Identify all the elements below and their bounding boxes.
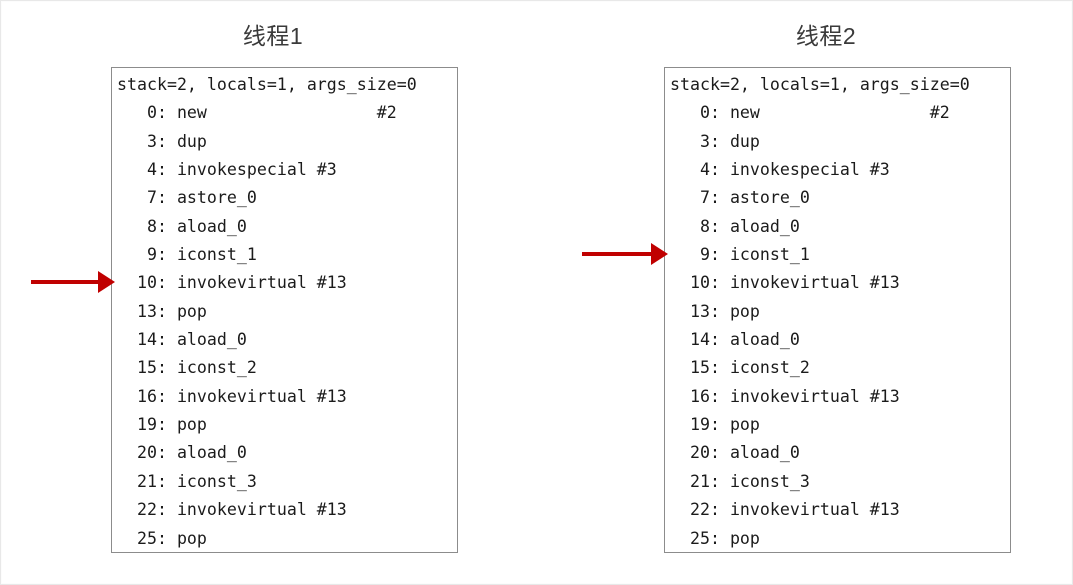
bytecode-line: 21: iconst_3 xyxy=(670,471,810,491)
bytecode-line: 10: invokevirtual #13 xyxy=(670,273,900,293)
bytecode-line: 8: aload_0 xyxy=(117,216,247,236)
bytecode-line: 19: pop xyxy=(117,415,207,435)
bytecode-line: 15: iconst_2 xyxy=(117,358,257,378)
bytecode-line: stack=2, locals=1, args_size=0 xyxy=(117,75,417,94)
bytecode-line: 3: dup xyxy=(670,131,760,151)
bytecode-line: 0: new #2 xyxy=(117,103,397,123)
bytecode-line: 10: invokevirtual #13 xyxy=(117,273,347,293)
thread-2-pointer-arrow-icon xyxy=(582,243,668,265)
arrow-head xyxy=(98,271,115,293)
bytecode-line: 25: pop xyxy=(117,528,207,548)
bytecode-line: 14: aload_0 xyxy=(117,330,247,350)
arrow-shaft xyxy=(31,280,101,284)
bytecode-line: 19: pop xyxy=(670,415,760,435)
thread-1-pointer-arrow-icon xyxy=(31,271,115,293)
bytecode-line: 3: dup xyxy=(117,131,207,151)
bytecode-line: 20: aload_0 xyxy=(117,443,247,463)
thread-1-bytecode-box: stack=2, locals=1, args_size=0 0: new #2… xyxy=(111,67,458,553)
bytecode-line: 7: astore_0 xyxy=(117,188,257,208)
thread-column-2: 线程2 stack=2, locals=1, args_size=0 0: ne… xyxy=(616,1,1036,584)
bytecode-line: 9: iconst_1 xyxy=(670,245,810,265)
bytecode-line: 4: invokespecial #3 xyxy=(117,160,337,180)
bytecode-line: 16: invokevirtual #13 xyxy=(117,386,347,406)
bytecode-line: 16: invokevirtual #13 xyxy=(670,386,900,406)
bytecode-line: 22: invokevirtual #13 xyxy=(670,500,900,520)
bytecode-line: 13: pop xyxy=(670,301,760,321)
bytecode-line: 20: aload_0 xyxy=(670,443,800,463)
bytecode-line: stack=2, locals=1, args_size=0 xyxy=(670,75,970,94)
bytecode-line: 22: invokevirtual #13 xyxy=(117,500,347,520)
bytecode-line: 0: new #2 xyxy=(670,103,950,123)
bytecode-line: 25: pop xyxy=(670,528,760,548)
bytecode-line: 15: iconst_2 xyxy=(670,358,810,378)
bytecode-line: 9: iconst_1 xyxy=(117,245,257,265)
bytecode-line: 13: pop xyxy=(117,301,207,321)
thread-column-1: 线程1 stack=2, locals=1, args_size=0 0: ne… xyxy=(63,1,483,584)
bytecode-line: 7: astore_0 xyxy=(670,188,810,208)
bytecode-line: 14: aload_0 xyxy=(670,330,800,350)
thread-2-title: 线程2 xyxy=(795,23,857,49)
thread-1-title: 线程1 xyxy=(242,23,304,49)
bytecode-line: 8: aload_0 xyxy=(670,216,800,236)
arrow-shaft xyxy=(582,252,654,256)
bytecode-line: 4: invokespecial #3 xyxy=(670,160,890,180)
arrow-head xyxy=(651,243,668,265)
thread-2-bytecode-box: stack=2, locals=1, args_size=0 0: new #2… xyxy=(664,67,1011,553)
bytecode-line: 21: iconst_3 xyxy=(117,471,257,491)
